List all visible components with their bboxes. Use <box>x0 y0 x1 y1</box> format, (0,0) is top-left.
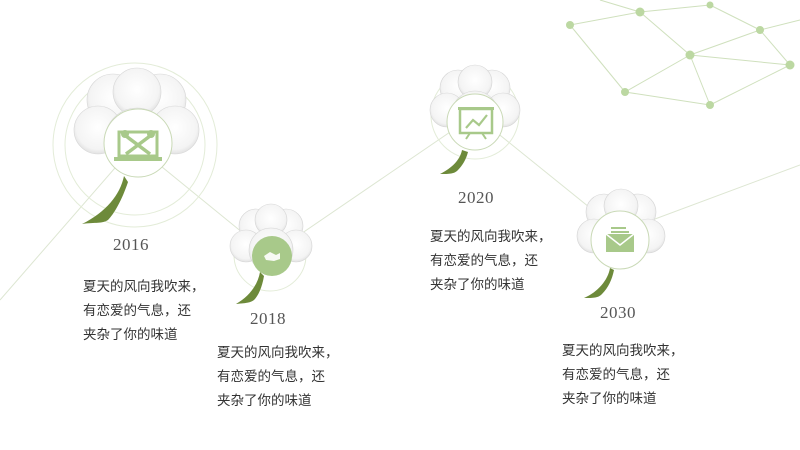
timeline-node-2016 <box>52 62 218 228</box>
year-label-2016: 2016 <box>113 235 149 254</box>
tools-monitor-icon <box>114 130 162 161</box>
envelope-icon <box>605 227 635 252</box>
timeline-description-2016: 夏天的风向我吹来， 有恋爱的气息，还 夹杂了你的味道 <box>83 275 205 347</box>
description-line: 夏天的风向我吹来， <box>217 345 339 361</box>
timeline-description-2018: 夏天的风向我吹来， 有恋爱的气息，还 夹杂了你的味道 <box>217 341 339 413</box>
description-line: 有恋爱的气息，还 <box>562 367 670 383</box>
description-line: 夹杂了你的味道 <box>217 393 312 409</box>
description-line: 有恋爱的气息，还 <box>430 253 538 269</box>
presentation-chart-icon <box>458 107 494 140</box>
description-line: 夹杂了你的味道 <box>430 277 525 293</box>
handshake-icon <box>264 252 280 261</box>
year-label-2030: 2030 <box>600 303 636 322</box>
description-line: 夏天的风向我吹来， <box>430 229 552 245</box>
description-line: 夏天的风向我吹来， <box>83 279 205 295</box>
timeline-node-2030 <box>576 188 666 298</box>
timeline-node-2020 <box>429 64 521 174</box>
year-label-2018: 2018 <box>250 309 286 328</box>
network-decoration <box>569 0 800 106</box>
description-line: 夏天的风向我吹来， <box>562 343 684 359</box>
description-line: 有恋爱的气息，还 <box>217 369 325 385</box>
year-label-2020: 2020 <box>458 188 494 207</box>
description-line: 夹杂了你的味道 <box>562 391 657 407</box>
description-line: 夹杂了你的味道 <box>83 327 178 343</box>
network-nodes <box>566 1 795 109</box>
timeline-description-2030: 夏天的风向我吹来， 有恋爱的气息，还 夹杂了你的味道 <box>562 339 684 411</box>
timeline-description-2020: 夏天的风向我吹来， 有恋爱的气息，还 夹杂了你的味道 <box>430 225 552 297</box>
description-line: 有恋爱的气息，还 <box>83 303 191 319</box>
timeline-node-2018 <box>229 203 313 304</box>
